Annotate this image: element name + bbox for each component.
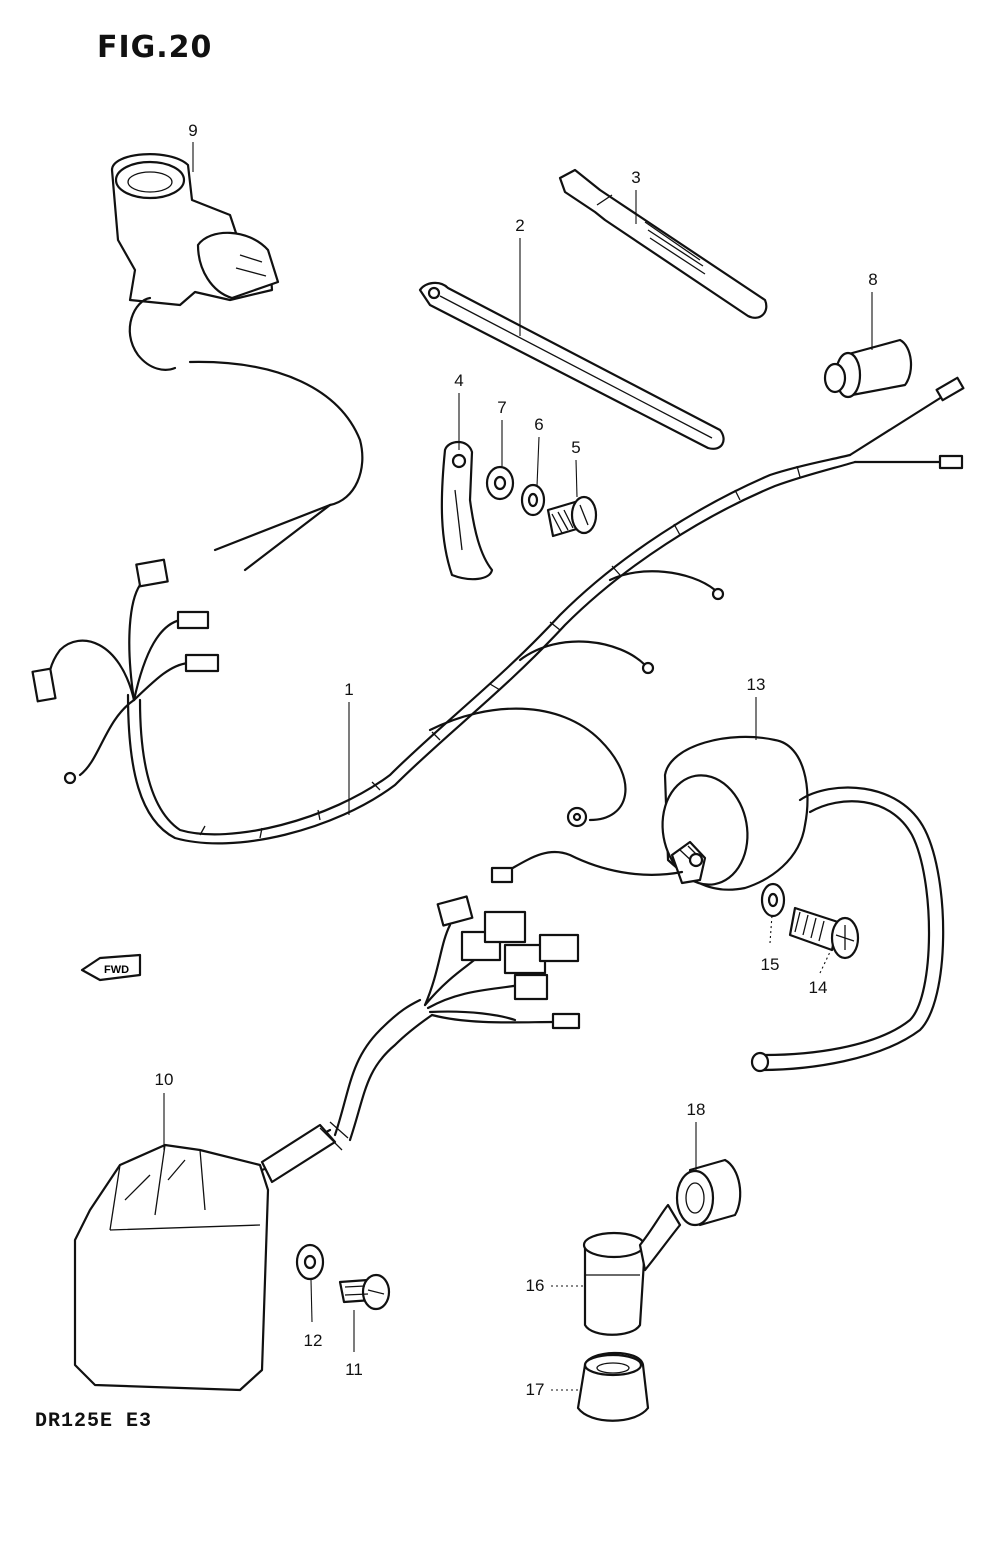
screw-part-11 <box>338 1273 391 1311</box>
figure-title: FIG.20 <box>97 30 213 65</box>
callout-6: 6 <box>534 415 544 434</box>
model-code-label: DR125E E3 <box>35 1410 153 1433</box>
callout-17: 17 <box>525 1380 545 1399</box>
fwd-label: FWD <box>104 964 129 976</box>
callout-13: 13 <box>746 675 766 694</box>
cover-part-17 <box>576 1351 650 1422</box>
callout-11: 11 <box>345 1360 363 1379</box>
callout-9: 9 <box>188 121 198 140</box>
callout-14: 14 <box>808 978 828 997</box>
grommet-part-18 <box>675 1158 742 1227</box>
cable-tie-part-3 <box>558 168 768 319</box>
bracket-part-4 <box>440 440 494 581</box>
callout-8: 8 <box>868 270 878 289</box>
callout-10: 10 <box>154 1070 174 1089</box>
callout-3: 3 <box>631 168 641 187</box>
plug-cap-part-16 <box>582 1203 682 1336</box>
bolt-part-14 <box>788 906 860 960</box>
cdi-unit-part-10 <box>73 895 581 1392</box>
ignition-coil-part-13 <box>490 735 945 1073</box>
wiring-harness-part-1 <box>31 376 965 845</box>
callout-12: 12 <box>303 1331 323 1350</box>
callout-4: 4 <box>454 371 464 390</box>
washer-part-15 <box>760 882 786 918</box>
switch-part-9 <box>110 153 364 572</box>
band-part-2 <box>418 281 725 450</box>
callout-1: 1 <box>344 680 354 699</box>
callout-18: 18 <box>686 1100 706 1119</box>
washer-part-6 <box>520 483 546 517</box>
leader-lines <box>163 142 873 1391</box>
callout-2: 2 <box>515 216 525 235</box>
washer-part-12 <box>295 1243 325 1281</box>
callout-16: 16 <box>525 1276 545 1295</box>
washer-part-7 <box>485 465 515 501</box>
screw-part-5 <box>546 495 598 538</box>
cap-part-8 <box>823 338 913 399</box>
fwd-direction-arrow: FWD <box>80 953 142 982</box>
callout-5: 5 <box>571 438 581 457</box>
callout-15: 15 <box>760 955 780 974</box>
callout-7: 7 <box>497 398 507 417</box>
